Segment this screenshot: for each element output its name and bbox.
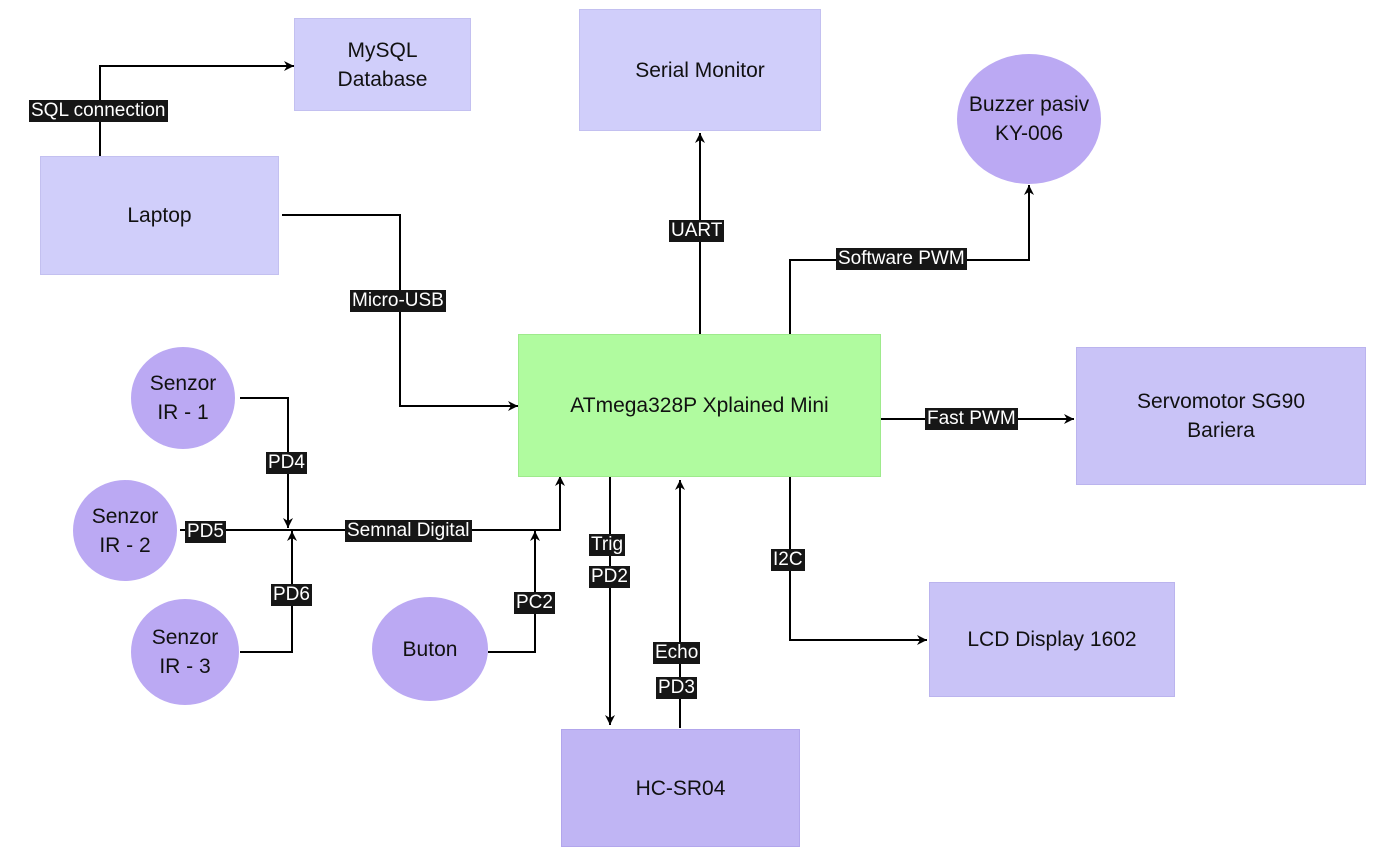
mcu-node: ATmega328P Xplained Mini xyxy=(518,334,881,477)
button-node: Buton xyxy=(372,597,488,701)
ir-sensor-3-node: Senzor IR - 3 xyxy=(131,599,239,705)
edge-bus-mcu xyxy=(180,476,565,531)
servo-node: Servomotor SG90 Bariera xyxy=(1076,347,1366,485)
edge-ir3-bus xyxy=(240,531,297,653)
label-fast-pwm: Fast PWM xyxy=(925,408,1018,430)
serial-monitor-node: Serial Monitor xyxy=(579,9,821,131)
label-pd4: PD4 xyxy=(266,452,307,474)
edge-button-bus xyxy=(488,531,540,653)
label-semnal-digital: Semnal Digital xyxy=(345,520,472,542)
lcd-display-node: LCD Display 1602 xyxy=(929,582,1175,697)
hc-sr04-node: HC-SR04 xyxy=(561,729,800,847)
label-micro-usb: Micro-USB xyxy=(350,290,446,312)
label-pd3: PD3 xyxy=(656,677,697,699)
label-i2c: I2C xyxy=(771,549,805,571)
label-pc2: PC2 xyxy=(514,592,555,614)
ir-sensor-2-node: Senzor IR - 2 xyxy=(73,480,177,581)
laptop-node: Laptop xyxy=(40,156,279,275)
label-pd5: PD5 xyxy=(185,521,226,543)
label-pd6: PD6 xyxy=(271,584,312,606)
label-software-pwm: Software PWM xyxy=(836,248,967,270)
ir-sensor-1-node: Senzor IR - 1 xyxy=(131,347,235,449)
edge-mcu-lcd xyxy=(789,477,927,645)
edge-ir1-bus xyxy=(240,397,293,528)
edge-laptop-mysql xyxy=(99,61,294,156)
label-echo: Echo xyxy=(653,642,701,664)
label-sql-connection: SQL connection xyxy=(29,100,168,122)
label-trig: Trig xyxy=(589,534,626,556)
buzzer-node: Buzzer pasiv KY-006 xyxy=(957,54,1101,184)
label-uart: UART xyxy=(669,220,725,242)
label-pd2: PD2 xyxy=(589,566,630,588)
mysql-database-node: MySQL Database xyxy=(294,18,471,111)
